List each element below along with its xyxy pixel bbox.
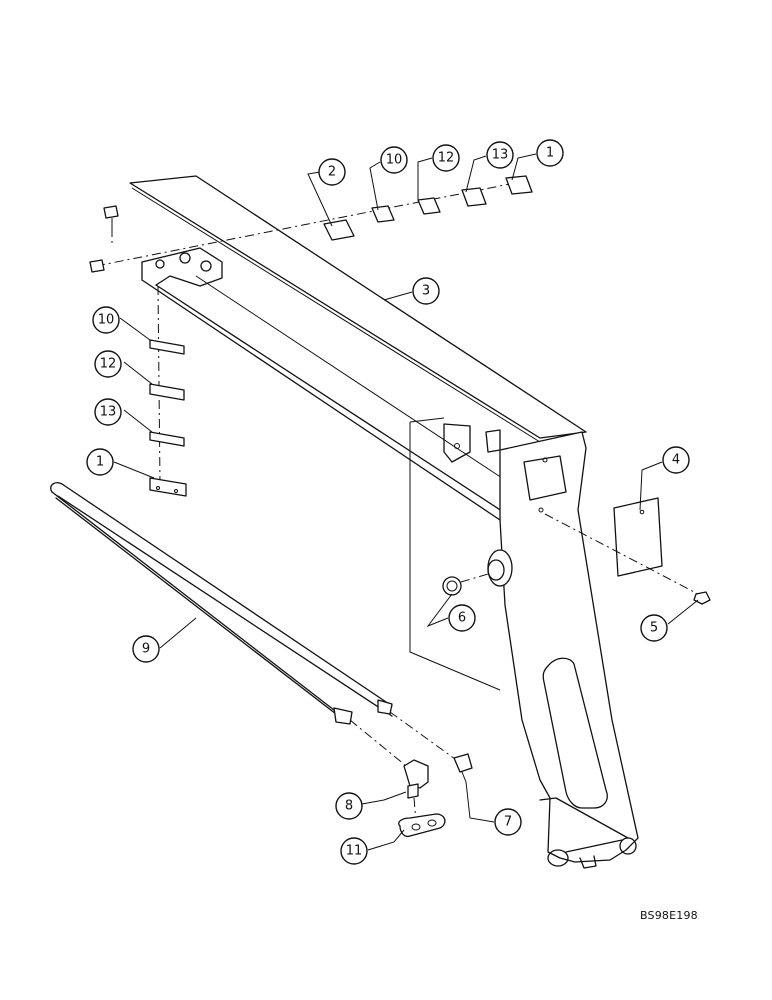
callout-9: 9	[132, 635, 160, 663]
svg-text:3: 3	[422, 284, 430, 299]
callout-7: 7	[494, 808, 522, 836]
sensor-assembly	[398, 759, 446, 838]
svg-text:7: 7	[504, 815, 512, 830]
callout-leaders	[113, 153, 699, 851]
callout-13-left: 13	[94, 398, 122, 426]
callout-8: 8	[335, 792, 363, 820]
svg-text:2: 2	[328, 165, 336, 180]
callout-12-top: 12	[432, 144, 460, 172]
svg-text:13: 13	[492, 148, 509, 163]
callout-10-left: 10	[92, 306, 120, 334]
svg-text:1: 1	[96, 455, 104, 470]
svg-text:11: 11	[346, 844, 363, 859]
wire-harness	[50, 482, 463, 775]
callout-1-left: 1	[86, 448, 114, 476]
callout-1-top: 1	[536, 139, 564, 167]
callout-13-top: 13	[486, 141, 514, 169]
svg-text:1: 1	[546, 146, 554, 161]
bushing	[442, 549, 513, 596]
mounting-plate-outline	[409, 417, 501, 691]
connector	[453, 753, 473, 783]
callout-10-top: 10	[380, 146, 408, 174]
callout-12-left: 12	[94, 350, 122, 378]
callout-5: 5	[640, 614, 668, 642]
drawing-code: BS98E198	[640, 909, 698, 922]
shim-column-left	[149, 285, 187, 497]
svg-text:9: 9	[142, 642, 150, 657]
beam-assembly	[129, 175, 587, 521]
svg-text:5: 5	[650, 621, 658, 636]
svg-text:4: 4	[672, 453, 680, 468]
upright-arm	[499, 431, 639, 869]
svg-text:12: 12	[438, 151, 455, 166]
callout-3: 3	[412, 277, 440, 305]
svg-text:8: 8	[345, 799, 353, 814]
cover-plate	[544, 497, 711, 605]
callout-2: 2	[318, 158, 346, 186]
svg-text:6: 6	[458, 611, 466, 626]
callout-6: 6	[448, 604, 476, 632]
svg-text:13: 13	[100, 405, 117, 420]
svg-text:10: 10	[98, 313, 115, 328]
svg-text:12: 12	[100, 357, 117, 372]
callout-11: 11	[340, 837, 368, 865]
shim-row-top	[89, 175, 533, 273]
callout-4: 4	[662, 446, 690, 474]
svg-text:10: 10	[386, 153, 403, 168]
